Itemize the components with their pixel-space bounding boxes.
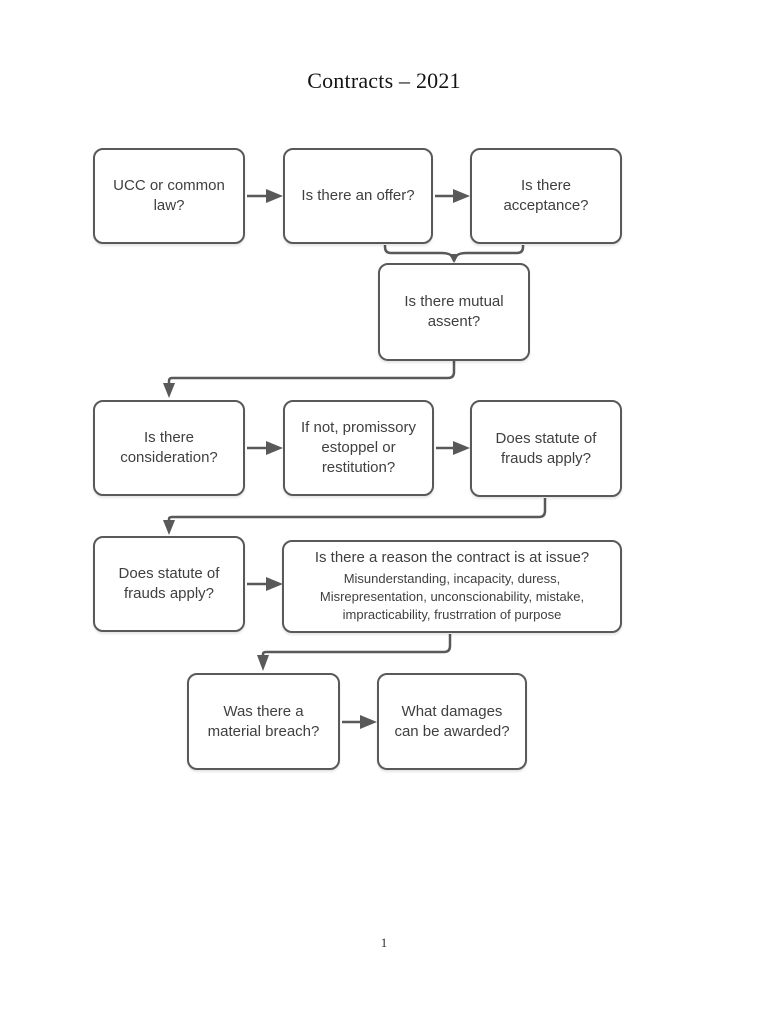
node-what-damages: What damages can be awarded? <box>377 673 527 770</box>
node-label: Does statute of frauds apply? <box>495 429 597 467</box>
node-label: Is there acceptance? <box>503 177 589 214</box>
arrowhead-right-icon <box>453 441 470 455</box>
node-label: If not, promissory estoppel or restituti… <box>300 419 417 476</box>
edge-acceptance-mutual-assent <box>452 245 525 262</box>
node-sublabel: Misunderstanding, incapacity, duress, Mi… <box>319 571 585 623</box>
node-is-there-consideration: Is there consideration? <box>93 400 245 496</box>
node-is-there-mutual-assent: Is there mutual assent? <box>378 263 530 361</box>
node-is-there-acceptance: Is there acceptance? <box>470 148 622 244</box>
page-number: 1 <box>380 935 388 950</box>
arrowhead-down-icon <box>163 520 175 535</box>
edge-mutual-assent-consideration <box>167 361 456 383</box>
arrowhead-down-icon <box>257 655 269 671</box>
node-statute-of-frauds-2: Does statute of frauds apply? <box>93 536 245 632</box>
node-label: Is there consideration? <box>120 429 218 466</box>
node-label: Is there mutual assent? <box>404 293 504 330</box>
node-contract-at-issue: Is there a reason the contract is at iss… <box>282 540 622 633</box>
edge-issue-breach <box>261 634 452 655</box>
edge-offer-mutual-assent <box>383 245 456 262</box>
node-label: Was there a material breach? <box>207 702 320 740</box>
arrowhead-right-icon <box>453 189 470 203</box>
node-ucc-or-common-law: UCC or common law? <box>93 148 245 244</box>
node-promissory-estoppel: If not, promissory estoppel or restituti… <box>283 400 434 496</box>
node-is-there-an-offer: Is there an offer? <box>283 148 433 244</box>
arrowhead-right-icon <box>266 577 283 591</box>
node-statute-of-frauds-1: Does statute of frauds apply? <box>470 400 622 497</box>
node-label: UCC or common law? <box>113 177 225 214</box>
arrowhead-right-icon <box>266 441 283 455</box>
arrowhead-right-icon <box>266 189 283 203</box>
node-label: Does statute of frauds apply? <box>118 565 220 602</box>
arrowhead-down-icon <box>449 254 459 263</box>
node-label: Is there a reason the contract is at iss… <box>314 549 590 567</box>
edge-statute1-statute2 <box>167 498 547 520</box>
node-label: Is there an offer? <box>301 187 415 205</box>
node-label: What damages can be awarded? <box>394 702 510 740</box>
page-title: Contracts – 2021 <box>307 68 461 93</box>
arrowhead-down-icon <box>163 383 175 398</box>
node-material-breach: Was there a material breach? <box>187 673 340 770</box>
arrowhead-right-icon <box>360 715 377 729</box>
